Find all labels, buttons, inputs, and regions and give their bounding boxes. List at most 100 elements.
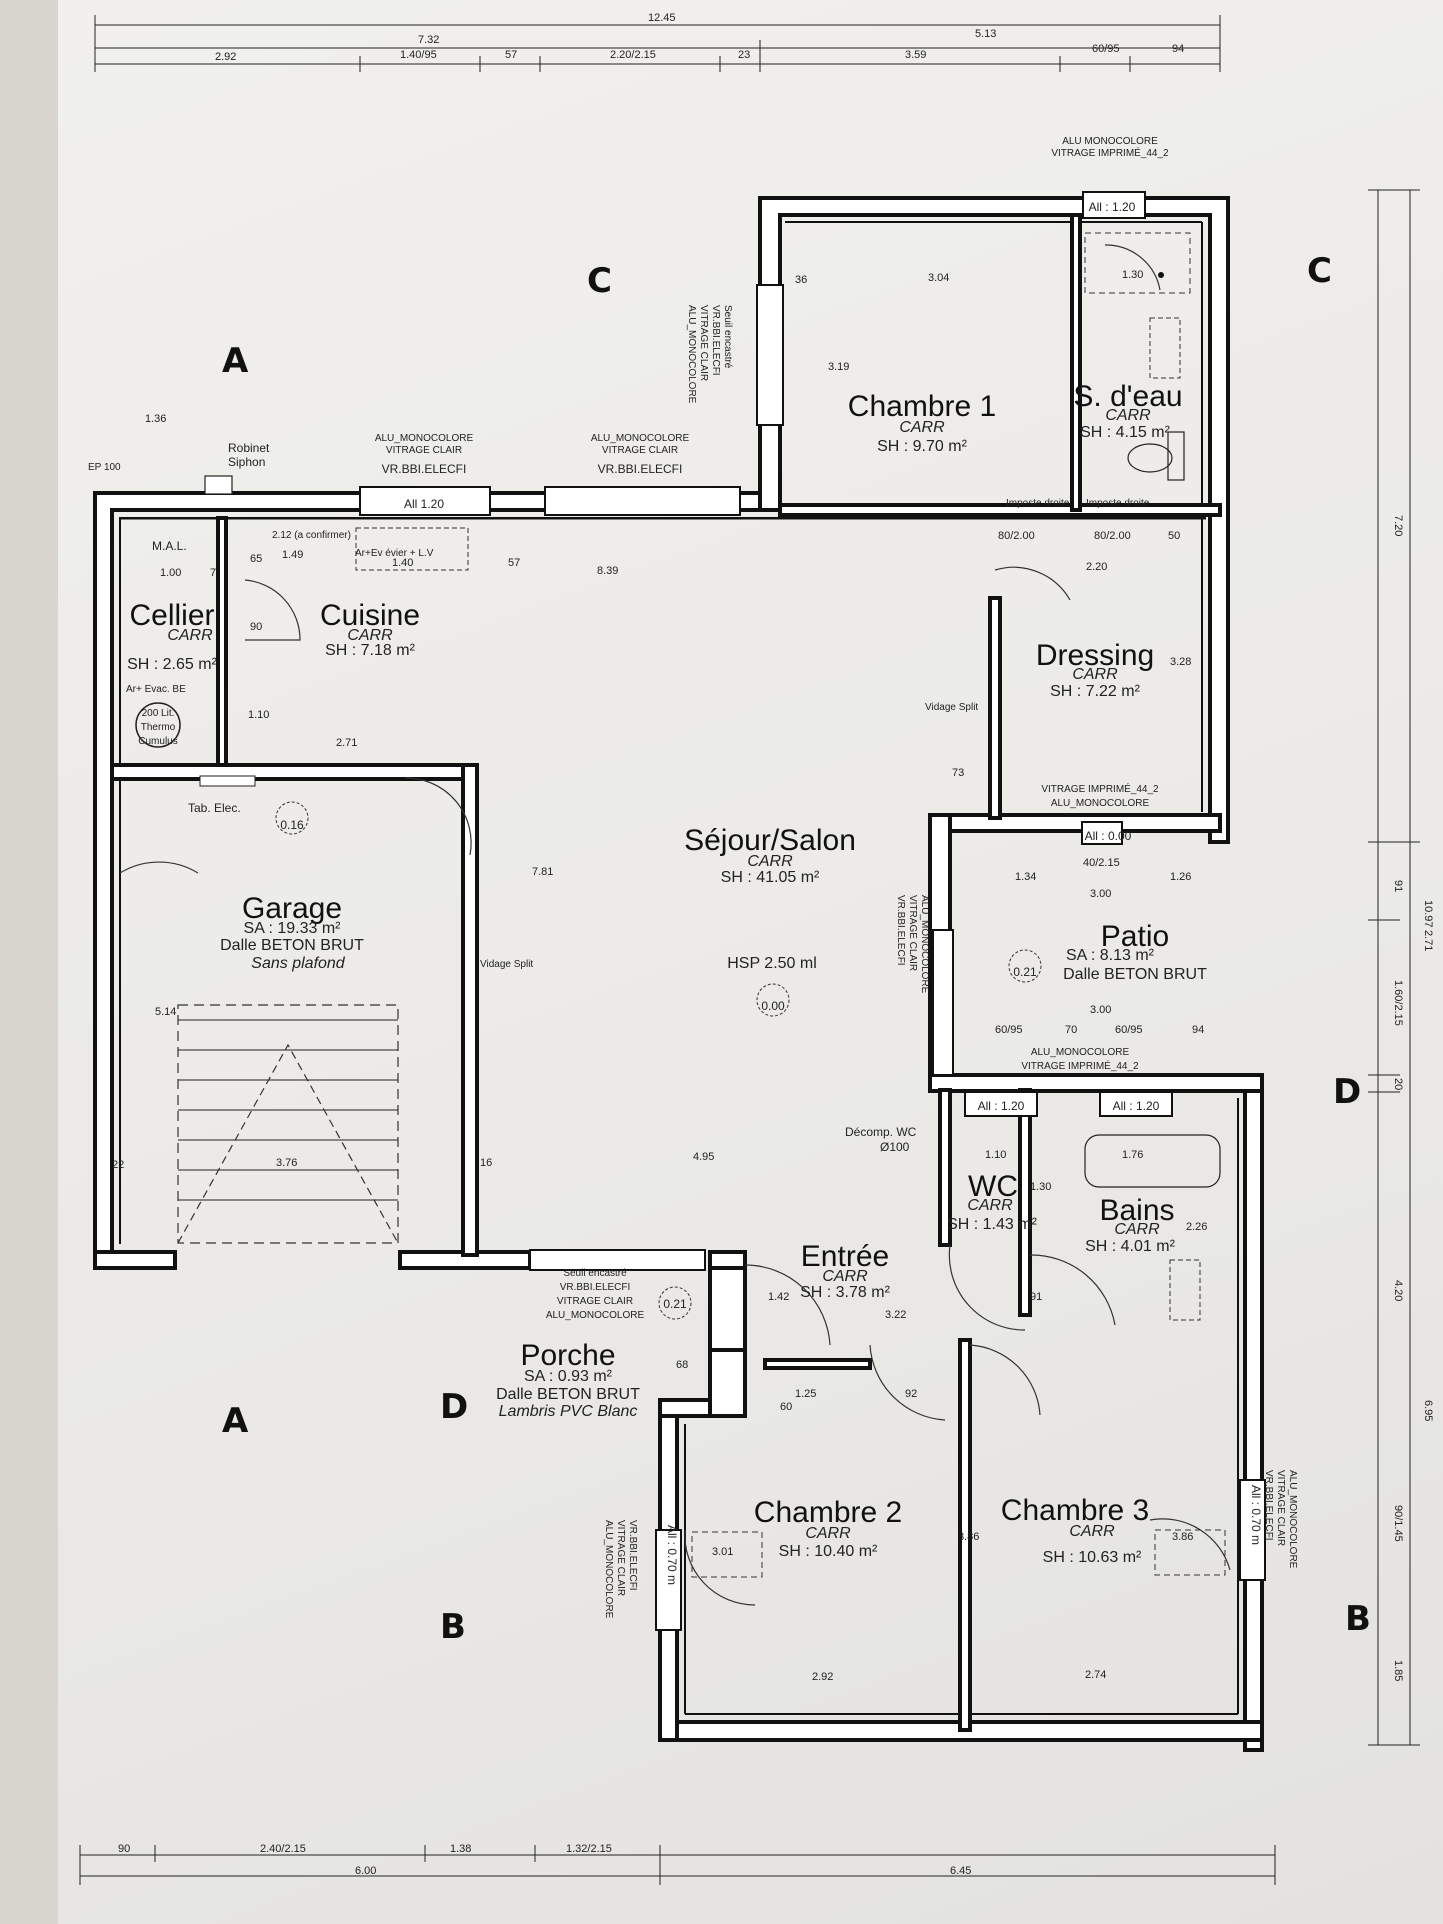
window-label: VR.BBI.ELECFI [627, 1520, 638, 1591]
room-finish: CARR [747, 853, 793, 870]
room-name: Chambre 2 [754, 1496, 902, 1529]
room-level: 0.21 [663, 1297, 687, 1311]
window-label: VITRAGE CLAIR [907, 895, 918, 971]
dim: 80/2.00 [1094, 530, 1131, 542]
dim: 90 [118, 1843, 130, 1855]
level-marker-icon [275, 801, 309, 835]
dim: 1.30 [1122, 269, 1143, 281]
label-tab-elec: Tab. Elec. [188, 801, 241, 815]
room-finish: CARR [1105, 407, 1151, 424]
dim: 94 [1192, 1024, 1204, 1036]
window-frames [359, 191, 1266, 1631]
room-area: Dalle BETON BRUT [220, 937, 364, 954]
section-mark: D [440, 1387, 468, 1427]
room-chambre1: Chambre 1 CARR SH : 9.70 m² [848, 390, 996, 455]
window-label: VITRAGE CLAIR [557, 1296, 633, 1307]
section-mark: C [587, 261, 612, 301]
window-size: All : 0.70 m [1249, 1485, 1263, 1545]
room-area: SH : 2.65 m² [127, 656, 217, 673]
room-patio: Patio SA : 8.13 m² Dalle BETON BRUT 0.21 [1013, 920, 1207, 983]
room-name: Chambre 1 [848, 390, 996, 423]
section-mark: B [1345, 1599, 1371, 1639]
dim: 4.20 [1392, 1280, 1404, 1301]
section-mark: B [440, 1607, 466, 1647]
dim: 3.00 [1090, 1004, 1111, 1016]
room-area: SH : 10.40 m² [779, 1543, 878, 1560]
section-mark: C [1307, 251, 1332, 291]
dim: 80/2.00 [998, 530, 1035, 542]
room-name: Cellier [129, 599, 214, 632]
dim: 3.86 [1172, 1531, 1193, 1543]
dim: 1.36 [145, 413, 166, 425]
dim: 1.40 [392, 557, 413, 569]
dim: 4.95 [693, 1151, 714, 1163]
dim: 1.26 [1170, 871, 1191, 883]
label-siphon: Siphon [228, 455, 265, 469]
room-garage: Garage SA : 19.33 m² Dalle BETON BRUT Sa… [220, 818, 364, 972]
shower-drain-icon [1158, 272, 1164, 278]
room-area: Dalle BETON BRUT [1063, 966, 1207, 983]
dim-segment: 60/95 [1092, 43, 1120, 55]
window-label: VITRAGE CLAIR [615, 1520, 626, 1596]
room-area: SH : 41.05 m² [721, 869, 820, 886]
dim: 10.97 [1422, 900, 1434, 928]
dim: 1.10 [248, 709, 269, 721]
window-dressing [1081, 821, 1123, 845]
dim: 90/1.45 [1392, 1505, 1404, 1542]
dim: 1.60/2.15 [1392, 980, 1404, 1026]
shower-tray-icon [1084, 232, 1191, 294]
toilet-icon [1127, 443, 1173, 473]
dim: 6.45 [950, 1865, 971, 1877]
label-vidage-split: Vidage Split [925, 702, 978, 713]
room-entree: Entrée CARR SH : 3.78 m² [800, 1240, 890, 1301]
dim-segment: 94 [1172, 43, 1184, 55]
room-name: WC [968, 1170, 1018, 1203]
room-bains: Bains CARR SH : 4.01 m² [1085, 1194, 1175, 1255]
label-ar-evac: Ar+ Evac. BE [126, 684, 186, 695]
room-finish: SA : 19.33 m² [244, 920, 342, 937]
window-size: All : 1.20 [978, 1099, 1025, 1113]
dim-segment: 2.92 [215, 51, 236, 63]
sink-icon [355, 527, 469, 571]
window-label: Seuil encastré [722, 305, 733, 369]
room-extra: Lambris PVC Blanc [499, 1403, 638, 1420]
room-finish: CARR [347, 627, 393, 644]
window-label: VITRAGE CLAIR [602, 445, 678, 456]
label-imposte: Imposte droite [1006, 498, 1070, 509]
door-swings [119, 244, 1231, 1606]
garage-hatch [177, 1004, 399, 1244]
dim: 36 [795, 274, 807, 286]
window-label: ALU_MONOCOLORE [686, 305, 697, 404]
annotations: Robinet Siphon M.A.L. Ar+ Evac. BE 200 L… [88, 441, 1150, 1154]
room-area: SH : 3.78 m² [800, 1284, 890, 1301]
window-patio [932, 929, 954, 1076]
window-labels: ALU_MONOCOLORE VITRAGE CLAIR VR.BBI.ELEC… [375, 136, 1298, 1619]
label-decomp-wc: Décomp. WC [845, 1125, 917, 1139]
room-area: SH : 4.01 m² [1085, 1238, 1175, 1255]
window-label: VITRAGE IMPRIMÉ_44_2 [1021, 1059, 1139, 1072]
section-mark: A [222, 1401, 249, 1441]
window-label: ALU_MONOCOLORE [603, 1520, 614, 1619]
dim: 2.71 [336, 737, 357, 749]
room-hsp: HSP 2.50 ml [727, 955, 817, 972]
room-finish: CARR [967, 1197, 1013, 1214]
dim: 1.34 [1015, 871, 1036, 883]
room-dressing: Dressing CARR SH : 7.22 m² [1036, 639, 1154, 700]
section-mark: A [222, 341, 249, 381]
dim: 3.19 [828, 361, 849, 373]
window-chambre3 [1239, 1479, 1266, 1581]
dim: 2.71 [1422, 930, 1434, 951]
window-label: VITRAGE CLAIR [698, 305, 709, 381]
room-name: Cuisine [320, 599, 420, 632]
room-area: SH : 1.43 m² [947, 1216, 1037, 1233]
dim: 1.32/2.15 [566, 1843, 612, 1855]
dim: 1.38 [450, 1843, 471, 1855]
room-finish: CARR [805, 1525, 851, 1542]
label-thermo: Cumulus [138, 736, 177, 747]
label-mal: M.A.L. [152, 539, 187, 553]
bathtub-icon [1084, 1134, 1221, 1188]
window-label: VITRAGE CLAIR [386, 445, 462, 456]
room-finish: SA : 8.13 m² [1066, 947, 1155, 964]
window-chambre1 [756, 284, 784, 426]
